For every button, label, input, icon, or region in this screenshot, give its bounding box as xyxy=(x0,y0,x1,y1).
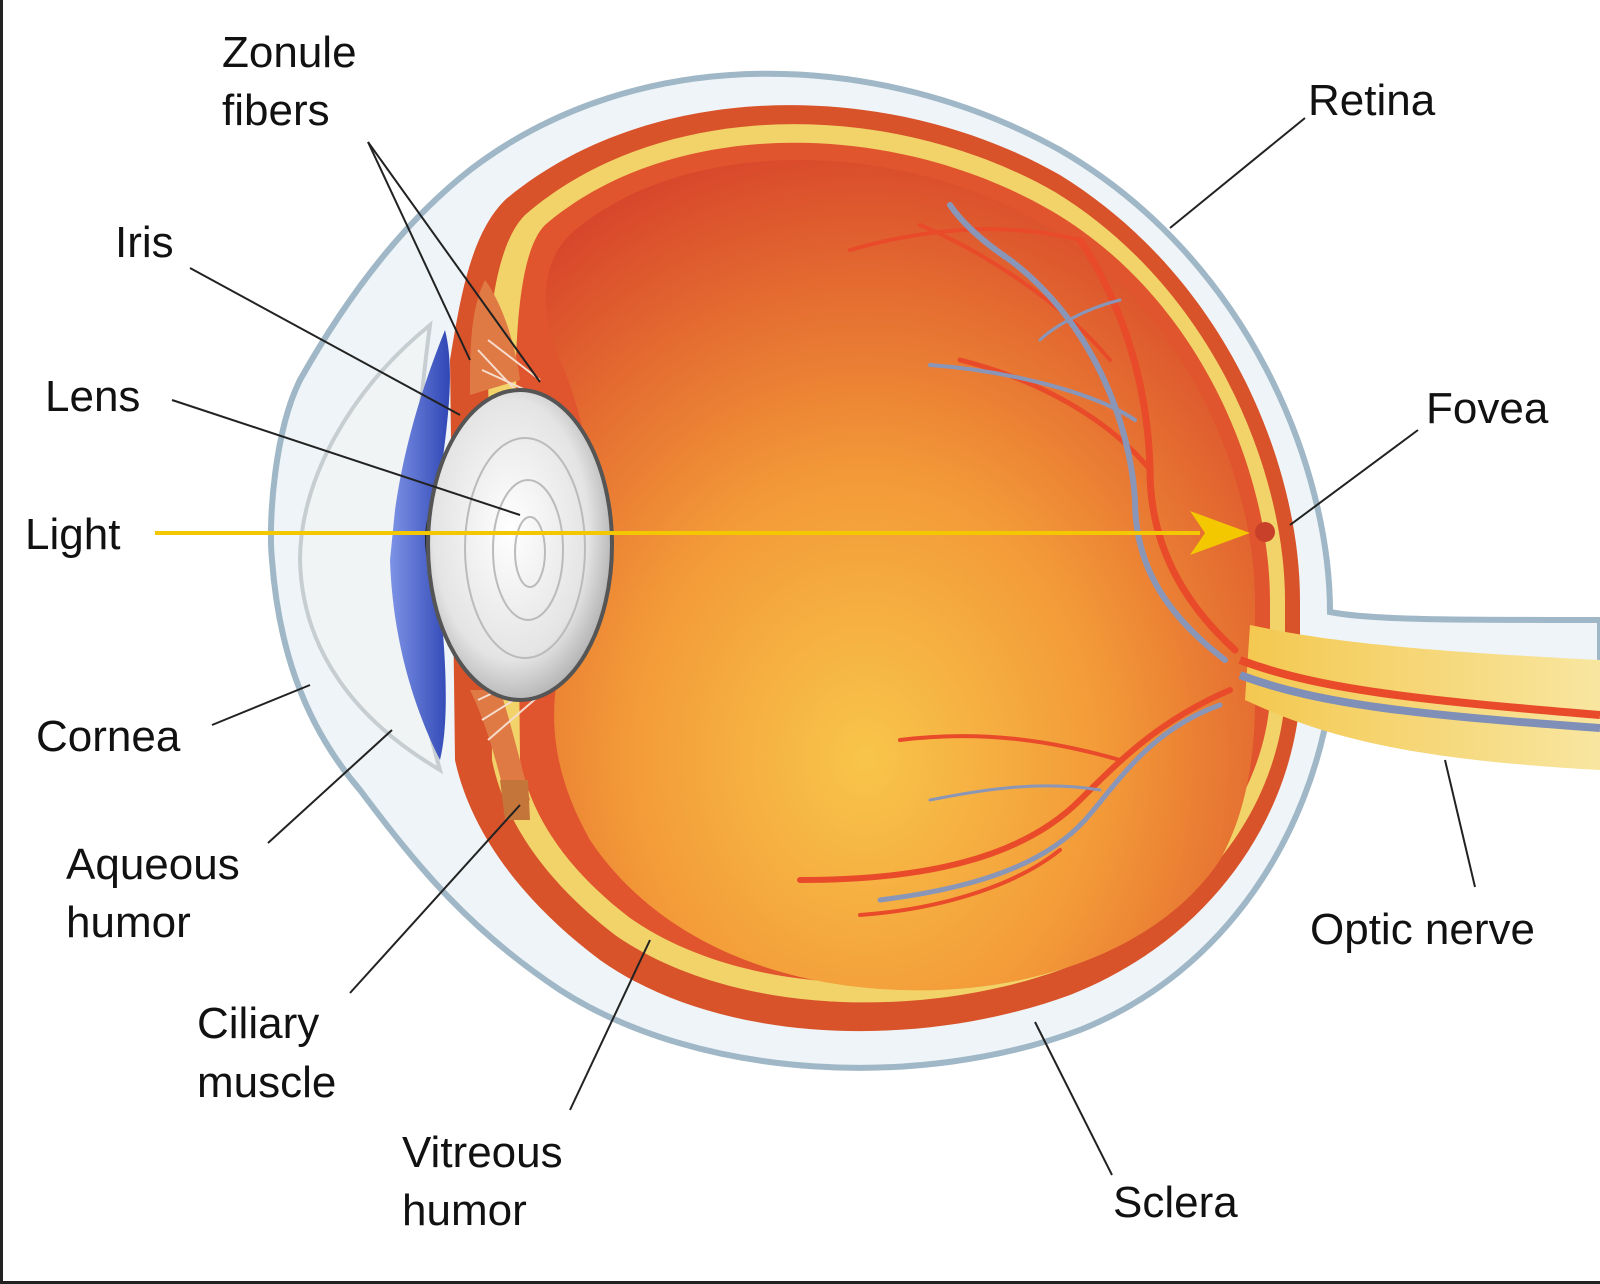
label-iris: Iris xyxy=(115,218,174,267)
label-light: Light xyxy=(25,510,121,559)
label-fovea: Fovea xyxy=(1426,384,1549,433)
lens-rings xyxy=(464,437,586,659)
label-vitreous-line1: Vitreous xyxy=(402,1128,563,1177)
iris-shape xyxy=(390,330,450,760)
label-zonule-line2: fibers xyxy=(222,86,330,135)
vitreous-body xyxy=(545,160,1255,991)
leader-lines xyxy=(171,117,1476,1176)
light-arrow xyxy=(155,511,1250,555)
label-zonule-line1: Zonule xyxy=(222,28,357,77)
label-aqueous-line2: humor xyxy=(66,898,191,947)
ciliary-body-shape xyxy=(470,280,530,820)
label-sclera: Sclera xyxy=(1113,1178,1238,1227)
retinal-vessels xyxy=(797,202,1239,917)
label-lens: Lens xyxy=(45,372,141,421)
label-ciliary-line1: Ciliary xyxy=(197,999,320,1048)
label-ciliary-line2: muscle xyxy=(197,1058,337,1107)
label-optic-nerve: Optic nerve xyxy=(1310,905,1535,954)
frame-bottom-border xyxy=(0,1281,1600,1284)
label-aqueous-line1: Aqueous xyxy=(66,840,240,889)
label-retina: Retina xyxy=(1308,76,1436,125)
fovea-pit xyxy=(1255,522,1275,542)
frame-left-border xyxy=(0,0,3,1284)
optic-nerve-shape xyxy=(1238,625,1600,770)
label-vitreous-line2: humor xyxy=(402,1186,527,1235)
label-cornea: Cornea xyxy=(36,712,181,761)
